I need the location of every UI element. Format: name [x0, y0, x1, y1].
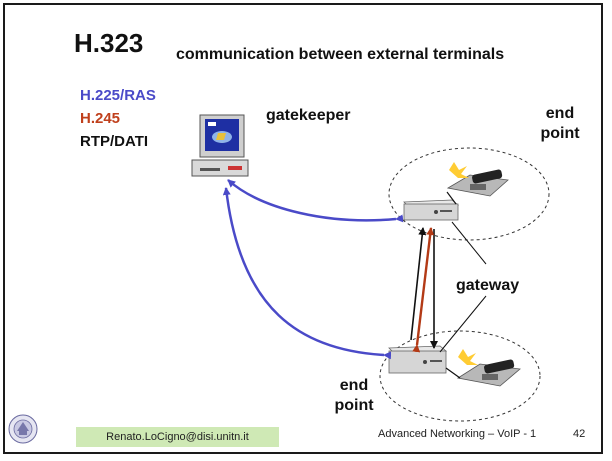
ras-link-bottom [222, 187, 392, 360]
legend-h245: H.245 [80, 110, 121, 127]
gateway-pointer-top [451, 221, 487, 265]
ras-link-top [227, 179, 404, 223]
end-point-bottom-boundary [379, 330, 541, 422]
legend-ras: H.225/RAS [80, 87, 156, 104]
gateway-top-icon [403, 199, 460, 221]
h245-link [412, 227, 435, 353]
author-email: Renato.LoCigno@disi.unitn.it [76, 427, 279, 447]
telephone-bottom-icon [445, 349, 521, 387]
end-point-top-label-line1: end [545, 105, 575, 122]
gatekeeper-computer-icon [191, 114, 249, 177]
end-point-bottom-label-line1: end [339, 377, 369, 394]
end-point-top-boundary [388, 147, 550, 241]
course-footer: Advanced Networking – VoIP - 1 [378, 428, 537, 440]
slide-title: H.323 [74, 28, 144, 58]
gateway-pointer-bottom [439, 295, 487, 353]
gateway-bottom-icon [388, 345, 448, 374]
gatekeeper-label: gatekeeper [266, 107, 351, 124]
slide-frame [3, 3, 603, 454]
slide-subtitle: communication between external terminals [176, 46, 505, 63]
rtp-link-up [410, 227, 427, 341]
gateway-label: gateway [456, 277, 520, 294]
university-seal-icon [8, 414, 38, 444]
end-point-bottom-label-line2: point [334, 397, 374, 414]
telephone-top-icon [446, 162, 509, 205]
page-number: 42 [573, 428, 586, 440]
end-point-top-label-line2: point [540, 125, 580, 142]
legend-rtp: RTP/DATI [80, 133, 149, 150]
